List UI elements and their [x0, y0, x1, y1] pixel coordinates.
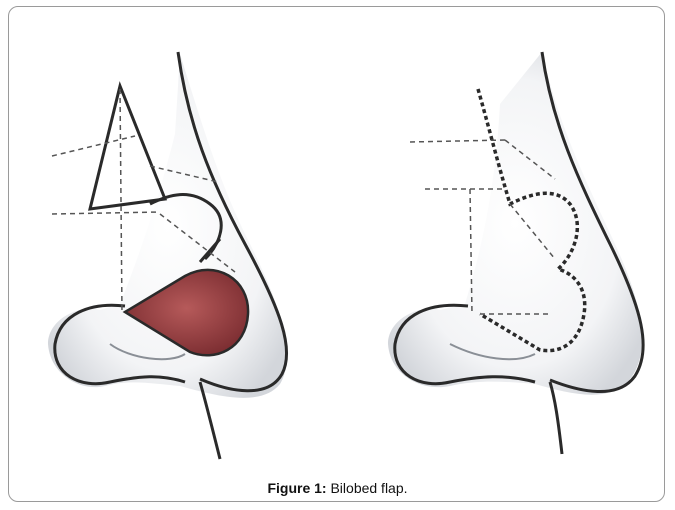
left-dashed-h1	[52, 136, 135, 156]
left-dashed-v	[120, 89, 122, 314]
left-dashed-h2	[52, 212, 160, 214]
right-nose-columella	[550, 382, 562, 454]
left-nose-shading	[48, 54, 287, 398]
figure-caption: Figure 1: Bilobed flap.	[0, 480, 675, 496]
left-secondary-lobe	[90, 86, 165, 209]
figure-caption-label: Figure 1:	[267, 480, 326, 496]
right-nose-diagram	[388, 52, 643, 454]
right-nose-shading	[388, 52, 642, 395]
left-nose-diagram	[48, 52, 287, 459]
bilobed-flap-illustration	[10, 14, 665, 464]
figure-caption-text: Bilobed flap.	[327, 480, 408, 496]
